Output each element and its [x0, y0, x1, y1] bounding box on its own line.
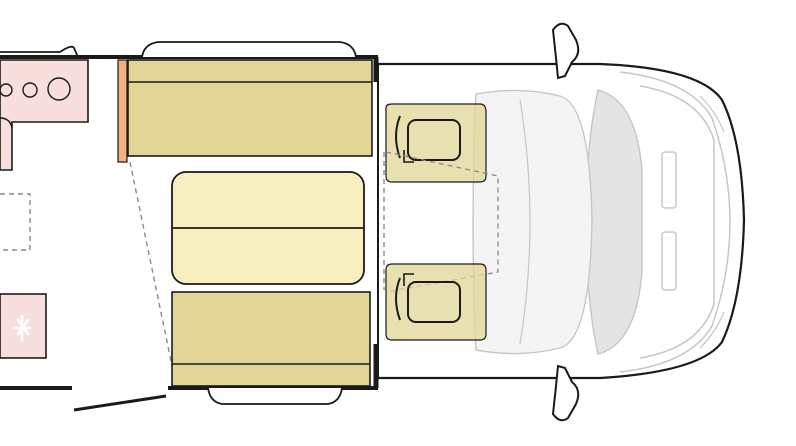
driver-seat-rotation-guide [385, 151, 499, 293]
wheel-arch-top-left [0, 45, 79, 58]
snowflake-icon [12, 314, 32, 342]
hob-burner-icon [0, 82, 38, 98]
side-mirror-bottom [551, 364, 580, 422]
cab-seat-back-outline [472, 89, 593, 355]
kitchen [0, 59, 89, 171]
bench-seat-front[interactable] [171, 291, 371, 387]
wheel-arch-bottom [207, 387, 343, 405]
dashboard-panel [585, 89, 643, 355]
wardrobe [117, 59, 128, 163]
sink-icon [47, 77, 71, 101]
windscreen-frame [619, 71, 731, 373]
dash-vent-2 [661, 231, 677, 291]
driver-seat[interactable] [385, 103, 499, 293]
bench-seat-rear[interactable] [127, 59, 373, 157]
bonnet-line [639, 85, 715, 359]
cab-floor-line [519, 99, 531, 345]
side-mirror-top [551, 22, 580, 80]
body-walls [0, 41, 379, 405]
fridge [0, 293, 47, 359]
entrance-door[interactable] [73, 394, 167, 412]
wheel-arch-top [141, 41, 357, 58]
fender-line-bottom [699, 311, 725, 349]
fender-line-top [699, 95, 725, 133]
dash-vent-1 [661, 151, 677, 209]
passenger-seat[interactable] [385, 263, 487, 341]
dinette-table[interactable] [171, 171, 365, 285]
